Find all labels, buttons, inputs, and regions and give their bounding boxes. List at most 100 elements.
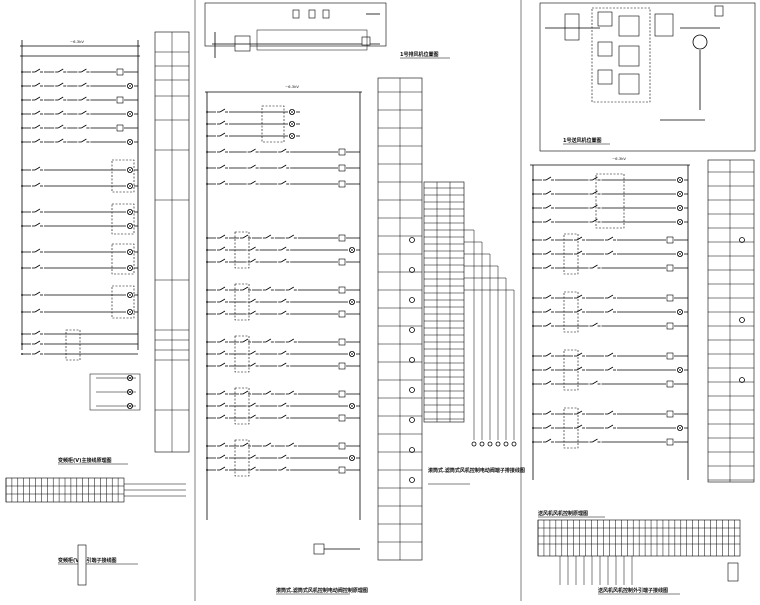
- relay-coil: [666, 236, 674, 244]
- relay-coil: [338, 362, 346, 370]
- relay-coil: [666, 264, 674, 272]
- right-terminal-title: 送风机风机控制外引端子接线图: [597, 587, 668, 594]
- indicator-lamp: [288, 109, 295, 116]
- indicator-lamp: [348, 454, 355, 461]
- junction-dot: [21, 225, 23, 227]
- left-title-block: [154, 31, 190, 453]
- junction-dot: [206, 301, 208, 303]
- junction-dot: [206, 405, 208, 407]
- indicator-lamp: [348, 298, 355, 305]
- junction-dot: [21, 311, 23, 313]
- junction-dot: [206, 417, 208, 419]
- junction-dot: [21, 333, 23, 335]
- indicator-lamp: [127, 182, 134, 189]
- junction-dot: [532, 369, 534, 371]
- indicator-lamp: [348, 402, 355, 409]
- junction-dot: [532, 267, 534, 269]
- relay-coil: [338, 338, 346, 346]
- junction-dot: [532, 239, 534, 241]
- cable-lead: [464, 265, 499, 440]
- indicator-lamp: [677, 424, 684, 431]
- junction-dot: [532, 427, 534, 429]
- indicator-lamp: [677, 176, 684, 183]
- cable-lead: [464, 241, 483, 440]
- indicator-lamp: [127, 83, 134, 90]
- junction-dot: [206, 249, 208, 251]
- indicator-lamp: [677, 250, 684, 257]
- junction-dot: [206, 341, 208, 343]
- middle-terminal-table: [423, 181, 517, 447]
- indicator-lamp: [127, 264, 134, 271]
- relay-coil: [338, 164, 346, 172]
- cable-lead: [464, 253, 491, 440]
- junction-dot: [532, 207, 534, 209]
- junction-dot: [206, 167, 208, 169]
- relay-coil: [666, 294, 674, 302]
- junction-dot: [206, 111, 208, 113]
- relay-coil: [338, 234, 346, 242]
- junction-dot: [21, 294, 23, 296]
- junction-dot: [532, 193, 534, 195]
- junction-dot: [206, 393, 208, 395]
- indicator-lamp: [677, 190, 684, 197]
- relay-coil: [338, 466, 346, 474]
- junction-dot: [206, 123, 208, 125]
- indicator-lamp: [677, 204, 684, 211]
- right-title-block: [707, 159, 755, 483]
- cable-lead: [464, 289, 515, 440]
- relay-coil: [666, 438, 674, 446]
- relay-coil: [666, 410, 674, 418]
- left-terminal-strip: [5, 477, 186, 503]
- left-terminal-title: 变频柜(V)外引端子接线图: [58, 557, 116, 564]
- indicator-lamp: [677, 218, 684, 225]
- junction-dot: [206, 261, 208, 263]
- junction-dot: [532, 311, 534, 313]
- indicator-lamp: [127, 166, 134, 173]
- cable-lead: [464, 229, 475, 440]
- right-drawing-title: 送风机风机控制原理图: [537, 510, 588, 517]
- junction-dot: [206, 289, 208, 291]
- junction-dot: [206, 313, 208, 315]
- relay-coil: [338, 180, 346, 188]
- junction-dot: [206, 457, 208, 459]
- middle-voltage-label: ~6.3kV: [285, 84, 299, 89]
- junction-dot: [532, 355, 534, 357]
- indicator-lamp: [677, 366, 684, 373]
- junction-dot: [532, 441, 534, 443]
- junction-dot: [21, 343, 23, 345]
- middle-inset-drawing: [204, 2, 387, 58]
- indicator-lamp: [677, 308, 684, 315]
- junction-dot: [532, 297, 534, 299]
- indicator-lamp: [127, 208, 134, 215]
- right-terminal-strip: [537, 519, 741, 585]
- junction-dot: [532, 221, 534, 223]
- junction-dot: [21, 251, 23, 253]
- indicator-lamp: [127, 248, 134, 255]
- junction-dot: [206, 469, 208, 471]
- right-control-rungs: [532, 173, 688, 449]
- junction-dot: [532, 179, 534, 181]
- relay-coil: [116, 68, 124, 76]
- relay-coil: [338, 414, 346, 422]
- relay-coil: [338, 258, 346, 266]
- middle-control-rungs: [206, 105, 360, 477]
- junction-dot: [21, 127, 23, 129]
- junction-dot: [21, 185, 23, 187]
- relay-coil: [338, 442, 346, 450]
- junction-dot: [206, 365, 208, 367]
- junction-dot: [206, 445, 208, 447]
- left-control-rungs: [21, 68, 138, 409]
- relay-coil: [338, 148, 346, 156]
- indicator-lamp: [127, 222, 134, 229]
- relay-coil: [338, 286, 346, 294]
- right-voltage-label: ~6.3kV: [612, 156, 626, 161]
- indicator-lamp: [348, 246, 355, 253]
- junction-dot: [21, 99, 23, 101]
- junction-dot: [21, 113, 23, 115]
- middle-drawing-title: 滚筒式.滤筒式风机控制电动阀控制原理图: [276, 587, 368, 594]
- relay-coil: [666, 352, 674, 360]
- left-drawing-title: 变频柜(V)主接线原理图: [58, 457, 111, 464]
- indicator-lamp: [348, 350, 355, 357]
- middle-panel: 1号排风机位置图 ~6.3kV 滚筒式.滤筒式风机控制电动阀端子排接线图 滚筒式…: [204, 2, 525, 595]
